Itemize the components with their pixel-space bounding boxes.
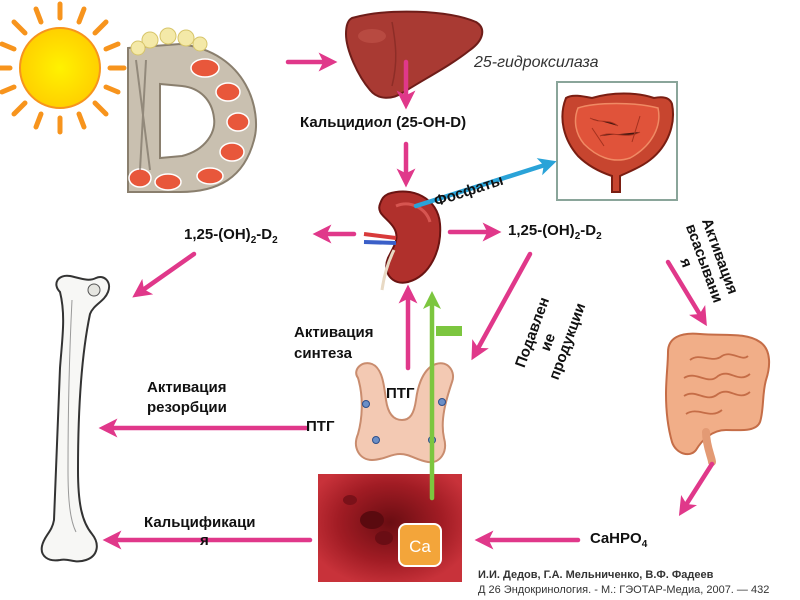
label-synthesis-activation: Активация синтеза xyxy=(294,324,374,362)
label-calcidiol: Кальцидиол (25-OH-D) xyxy=(300,114,467,131)
vitamin-d-food-letter: D xyxy=(127,27,258,193)
liver-icon xyxy=(344,10,484,99)
intestine-icon xyxy=(664,332,771,466)
label-25-hydroxylase: 25-гидроксилаза xyxy=(474,54,599,71)
label-cahpo4: CaHPO4 xyxy=(590,530,648,550)
label-resorption-activation: Активация резорбции xyxy=(147,379,227,416)
arrow-phosphates-to-bladder xyxy=(413,158,557,209)
label-ptg-left: ПТГ xyxy=(306,418,335,435)
sun-icon xyxy=(0,1,127,135)
arrow-vit-suppress-ptg xyxy=(471,251,533,361)
inhibition-minus-sign xyxy=(436,326,462,336)
arrow-vit-to-bone xyxy=(132,251,197,298)
svg-text:Ca: Ca xyxy=(409,537,431,556)
arrow-intestine-to-cahpo4 xyxy=(678,461,715,516)
calcium-badge: Ca xyxy=(398,523,442,567)
label-calcification: Кальцификаци я xyxy=(144,514,256,549)
label-calcitriol-left: 1,25-(OH)2-D2 xyxy=(184,226,278,246)
citation-book: Д 26 Эндокринология. - М.: ГЭОТАР-Медиа,… xyxy=(478,584,770,596)
label-calcitriol-right: 1,25-(OH)2-D2 xyxy=(508,222,602,242)
citation-authors: И.И. Дедов, Г.А. Мельниченко, В.Ф. Фадее… xyxy=(478,569,714,581)
parathyroid-icon xyxy=(354,362,454,464)
arrow-vit-to-intestine xyxy=(665,259,707,327)
kidney-icon xyxy=(363,190,442,291)
bone-icon xyxy=(40,274,110,563)
label-ptg-gland: ПТГ xyxy=(386,385,415,402)
bladder-icon xyxy=(561,92,674,193)
